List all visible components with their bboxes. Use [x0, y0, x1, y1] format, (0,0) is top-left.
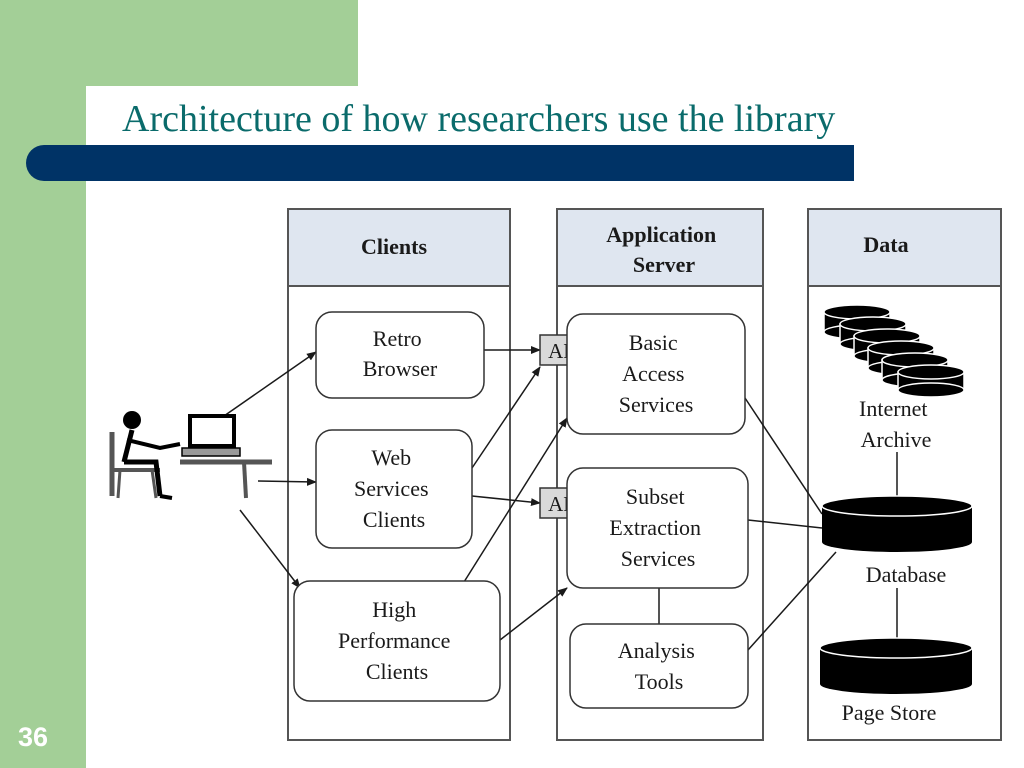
basic-to-database-line — [744, 397, 823, 515]
title-bar — [26, 145, 854, 181]
application-server-column-header: Application Server — [606, 222, 722, 277]
analysis-tools-box: Analysis Tools — [569, 623, 749, 709]
retro-browser-box: Retro Browser — [315, 311, 485, 399]
svg-text:Subset Extraction: Subset Extraction Services — [609, 484, 706, 571]
page-store-label: Page Store — [842, 700, 937, 725]
user-to-hpc-arrow — [239, 509, 301, 589]
user-to-web-arrow — [257, 477, 317, 486]
svg-text:High Performance: High Performance Clients — [338, 597, 456, 684]
svg-text:Web Services C: Web Services Clients — [354, 445, 434, 532]
analysis-to-database-line — [747, 551, 837, 651]
svg-text:Retro Browser: Retro Browser — [363, 326, 438, 381]
green-accent-left — [0, 0, 86, 768]
database-cylinder-icon — [821, 495, 973, 552]
subset-to-database-line — [747, 519, 823, 529]
user-to-retro-arrow — [223, 351, 317, 417]
archive-disk-stack-icon — [823, 304, 965, 398]
web-services-clients-box: Web Services Clients — [315, 429, 473, 549]
basic-access-services-box: Basic Access Services — [566, 313, 746, 435]
svg-text:Analysis Tools: Analysis Tools — [618, 638, 701, 694]
database-label: Database — [866, 562, 947, 587]
svg-text:Basic Access S: Basic Access Services — [619, 330, 694, 417]
hpc-to-subset-arrow — [499, 587, 568, 641]
hpc-to-basic-arrow — [463, 417, 568, 583]
clients-column-header: Clients — [361, 234, 427, 259]
slide-title: Architecture of how researchers use the … — [122, 98, 836, 140]
web-to-basic-arrow — [471, 366, 541, 469]
user-at-computer-icon — [109, 411, 272, 500]
connectors — [223, 346, 898, 651]
high-performance-clients-box: High Performance Clients — [293, 580, 501, 702]
data-column-header: Data — [863, 232, 908, 257]
page-store-cylinder-icon — [819, 637, 973, 694]
internet-archive-label: Internet Archive — [859, 396, 933, 452]
slide-number: 36 — [18, 722, 49, 752]
subset-extraction-services-box: Subset Extraction Services — [566, 467, 749, 589]
web-to-api-arrow — [471, 495, 541, 507]
